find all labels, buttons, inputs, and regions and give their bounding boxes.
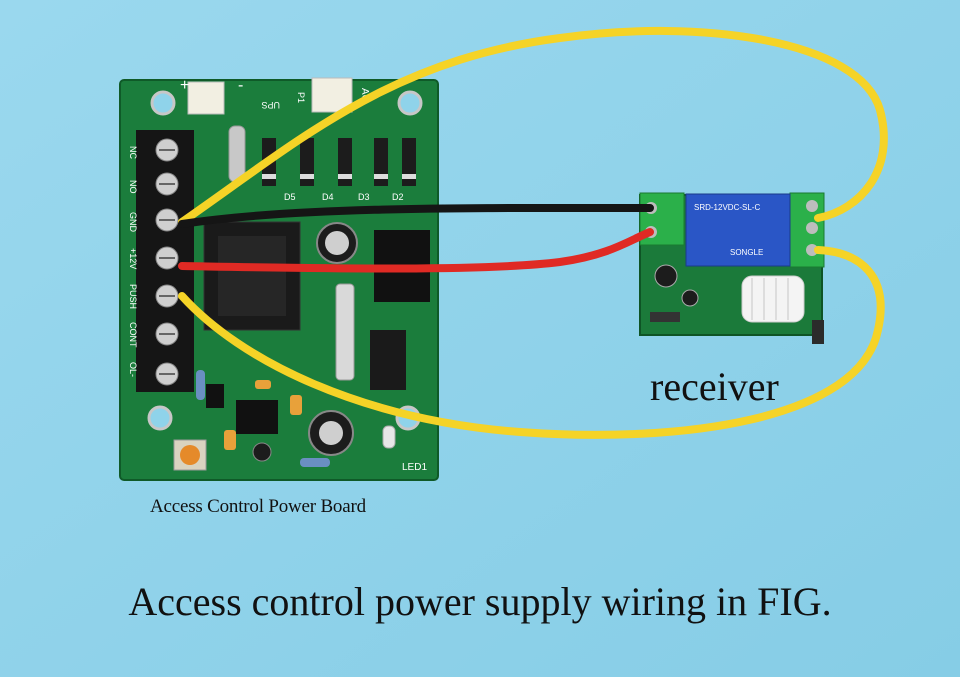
receiver-module: SRD-12VDC-SL-C SONGLE	[639, 192, 825, 344]
black-wire	[178, 203, 654, 228]
small-ic	[236, 400, 278, 434]
board-caption: Access Control Power Board	[150, 496, 366, 517]
terminal-label-cont: CONT	[128, 322, 138, 348]
terminal-label-gnd: GND	[128, 212, 138, 233]
diode-label-d4: D4	[322, 192, 334, 202]
diode-label-d3: D3	[358, 192, 370, 202]
access-control-power-board: + - UPS P1 AC D5 D4 D3 D2	[119, 77, 439, 481]
screw-terminal-block	[136, 130, 194, 392]
relay-brand: SONGLE	[730, 248, 763, 257]
yellow-wire-top	[178, 26, 888, 226]
terminal-label-12v: +12V	[128, 248, 138, 269]
relay	[685, 193, 791, 267]
diode-label-d5: D5	[284, 192, 296, 202]
mounting-hole	[147, 405, 173, 431]
terminal-label-ol: OL-	[128, 362, 138, 377]
yellow-wire-bottom	[178, 246, 885, 439]
mounting-hole	[150, 90, 176, 116]
receiver-caption: receiver	[650, 364, 779, 409]
power-resistor	[228, 125, 246, 183]
voltage-regulator	[370, 330, 406, 390]
plus-label: +	[180, 77, 189, 94]
wires	[178, 26, 888, 439]
fuse	[335, 283, 355, 381]
terminal-label-no: NO	[128, 180, 138, 194]
terminal-label-push: PUSH	[128, 284, 138, 309]
ac-connector	[311, 77, 353, 113]
minus-label: -	[238, 77, 243, 94]
relay-model: SRD-12VDC-SL-C	[694, 203, 760, 212]
ups-label: UPS	[261, 100, 280, 110]
p1-label: P1	[296, 92, 306, 103]
main-caption: Access control power supply wiring in FI…	[128, 579, 832, 624]
ac-label: AC	[359, 88, 370, 102]
red-wire	[178, 228, 654, 273]
led-label: LED1	[402, 462, 427, 473]
terminal-label-nc: NC	[128, 146, 138, 159]
mounting-hole	[397, 90, 423, 116]
led	[382, 425, 396, 449]
ups-connector	[187, 81, 225, 115]
diode-label-d2: D2	[392, 192, 404, 202]
